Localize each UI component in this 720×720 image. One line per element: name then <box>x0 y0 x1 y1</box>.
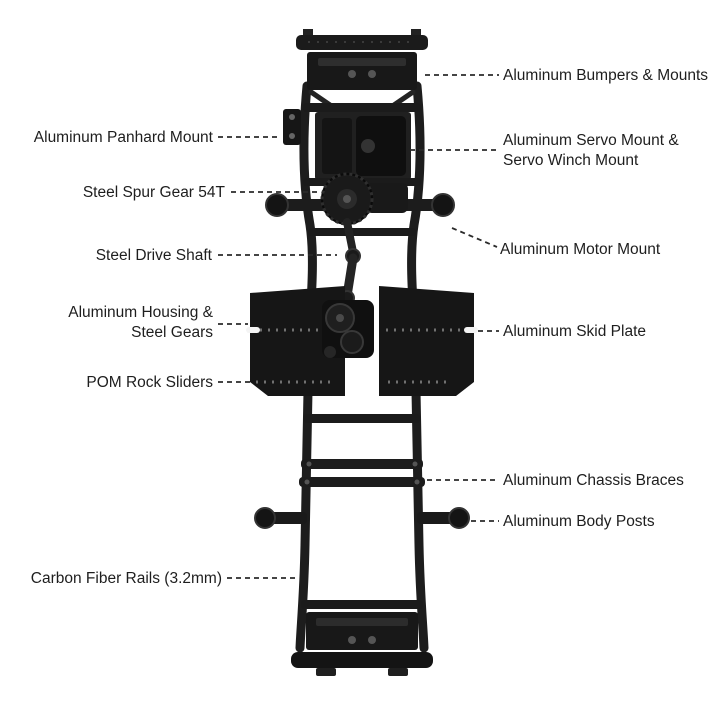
label-steel-spur-gear: Steel Spur Gear 54T <box>82 184 225 201</box>
skid-plate <box>246 286 478 396</box>
leader-lines <box>218 74 499 579</box>
motor-mount-shape <box>366 183 408 213</box>
transmission-housing <box>322 300 374 358</box>
panhard-mount <box>283 109 301 145</box>
front-bumper <box>296 29 428 90</box>
label-aluminum-bumpers-mounts: Aluminum Bumpers & Mounts <box>503 67 709 84</box>
label-aluminum-panhard-mount: Aluminum Panhard Mount <box>33 129 213 146</box>
label-aluminum-housing-steel-gears: Aluminum Housing & Steel Gears <box>68 304 213 342</box>
spur-gear-assembly <box>265 172 455 236</box>
leader-line-motor-mount <box>451 227 498 248</box>
servo-mount <box>303 103 421 186</box>
rear-bumper <box>291 600 433 676</box>
label-pom-rock-sliders: POM Rock Sliders <box>86 374 213 391</box>
label-carbon-fiber-rails: Carbon Fiber Rails (3.2mm) <box>30 570 222 587</box>
cross-member <box>304 414 420 423</box>
body-posts <box>254 507 470 529</box>
chassis-braces <box>299 459 425 487</box>
label-aluminum-motor-mount: Aluminum Motor Mount <box>500 241 661 258</box>
label-aluminum-servo-mount: Aluminum Servo Mount & Servo Winch Mount <box>503 132 679 170</box>
label-steel-drive-shaft: Steel Drive Shaft <box>95 247 212 264</box>
label-aluminum-chassis-braces: Aluminum Chassis Braces <box>503 472 684 489</box>
label-aluminum-body-posts: Aluminum Body Posts <box>503 513 655 530</box>
label-aluminum-skid-plate: Aluminum Skid Plate <box>503 323 647 340</box>
